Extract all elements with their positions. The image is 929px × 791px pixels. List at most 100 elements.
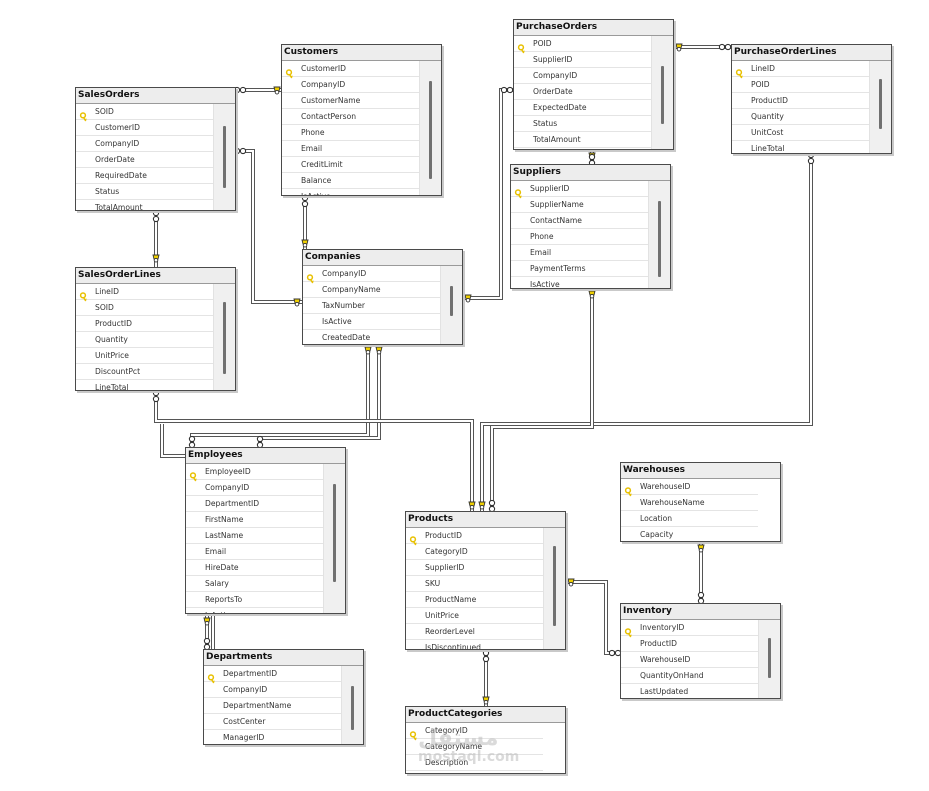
column-row[interactable]: SupplierName [511,197,648,213]
column-row[interactable]: Email [186,544,323,560]
column-row[interactable]: LineTotal [76,380,213,390]
column-row[interactable]: TotalAmount [76,200,213,210]
column-row[interactable]: DepartmentID [186,496,323,512]
column-row[interactable]: WarehouseID [621,652,758,668]
column-row[interactable]: CategoryID [406,544,543,560]
scrollbar-thumb[interactable] [450,286,453,316]
column-row[interactable]: CustomerID [76,120,213,136]
column-row[interactable]: CompanyID [282,77,419,93]
column-row[interactable]: ProductID [732,93,869,109]
column-row[interactable]: Balance [282,173,419,189]
column-row[interactable]: CostCenter [204,714,341,730]
column-row[interactable]: HireDate [186,560,323,576]
scrollbar[interactable] [758,620,780,698]
column-row[interactable]: CompanyID [514,68,651,84]
column-row[interactable]: IsActive [186,608,323,613]
column-row[interactable]: LineID [732,61,869,79]
column-row[interactable]: SKU [406,576,543,592]
column-row[interactable]: POID [514,36,651,54]
scrollbar-thumb[interactable] [661,66,664,124]
column-row[interactable]: CompanyID [186,480,323,496]
scrollbar[interactable] [543,528,565,649]
scrollbar[interactable] [648,181,670,288]
column-row[interactable]: CreditLimit [282,157,419,173]
column-row[interactable]: Phone [282,125,419,141]
column-row[interactable]: CompanyID [204,682,341,698]
column-row[interactable]: UnitPrice [76,348,213,364]
column-row[interactable]: OrderDate [76,152,213,168]
column-row[interactable]: TotalAmount [514,132,651,148]
column-row[interactable]: SupplierID [511,181,648,199]
scrollbar-thumb[interactable] [333,484,336,582]
column-row[interactable]: CreatedDate [303,330,440,344]
column-row[interactable]: Quantity [732,109,869,125]
column-row[interactable]: IsDiscontinued [406,640,543,649]
column-row[interactable]: CompanyName [303,282,440,298]
scrollbar[interactable] [419,61,441,195]
column-row[interactable]: SupplierID [514,52,651,68]
column-row[interactable]: LineID [76,284,213,302]
scrollbar-thumb[interactable] [223,126,226,188]
column-row[interactable]: CustomerName [282,93,419,109]
column-row[interactable]: ReorderLevel [406,624,543,640]
column-row[interactable]: OrderDate [514,84,651,100]
column-row[interactable]: Description [406,755,543,771]
column-row[interactable]: SOID [76,104,213,122]
column-row[interactable]: IsActive [282,189,419,195]
scrollbar[interactable] [213,104,235,210]
scrollbar-thumb[interactable] [429,81,432,179]
column-row[interactable]: LastUpdated [621,684,758,698]
scrollbar-thumb[interactable] [223,302,226,374]
column-row[interactable]: ProductName [406,592,543,608]
column-row[interactable]: InventoryID [621,620,758,638]
scrollbar-thumb[interactable] [351,686,354,730]
column-row[interactable]: ProductID [76,316,213,332]
column-row[interactable]: QuantityOnHand [621,668,758,684]
column-row[interactable]: LineTotal [732,141,869,153]
column-row[interactable]: EmployeeID [186,464,323,482]
column-row[interactable]: Email [511,245,648,261]
scrollbar-thumb[interactable] [553,546,556,626]
column-row[interactable]: ReportsTo [186,592,323,608]
column-row[interactable]: Salary [186,576,323,592]
column-row[interactable]: CustomerID [282,61,419,79]
column-row[interactable]: WarehouseName [621,495,758,511]
scrollbar-thumb[interactable] [658,201,661,277]
column-row[interactable]: WarehouseID [621,479,758,497]
column-row[interactable]: IsActive [511,277,648,288]
scrollbar-thumb[interactable] [879,79,882,129]
column-row[interactable]: SOID [76,300,213,316]
column-row[interactable]: Quantity [76,332,213,348]
column-row[interactable]: Status [76,184,213,200]
column-row[interactable]: LastName [186,528,323,544]
column-row[interactable]: Email [282,141,419,157]
column-row[interactable]: CategoryName [406,739,543,755]
column-row[interactable]: DiscountPct [76,364,213,380]
column-row[interactable]: DepartmentName [204,698,341,714]
column-row[interactable]: Location [621,511,758,527]
column-row[interactable]: Phone [511,229,648,245]
column-row[interactable]: CompanyID [76,136,213,152]
column-row[interactable]: UnitPrice [406,608,543,624]
column-row[interactable]: DepartmentID [204,666,341,684]
column-row[interactable]: ManagerID [204,730,341,744]
column-row[interactable]: CategoryID [406,723,543,741]
scrollbar[interactable] [323,464,345,613]
column-row[interactable]: POID [732,77,869,93]
column-row[interactable]: ContactPerson [282,109,419,125]
column-row[interactable]: Capacity [621,527,758,541]
column-row[interactable]: SupplierID [406,560,543,576]
column-row[interactable]: RequiredDate [76,168,213,184]
